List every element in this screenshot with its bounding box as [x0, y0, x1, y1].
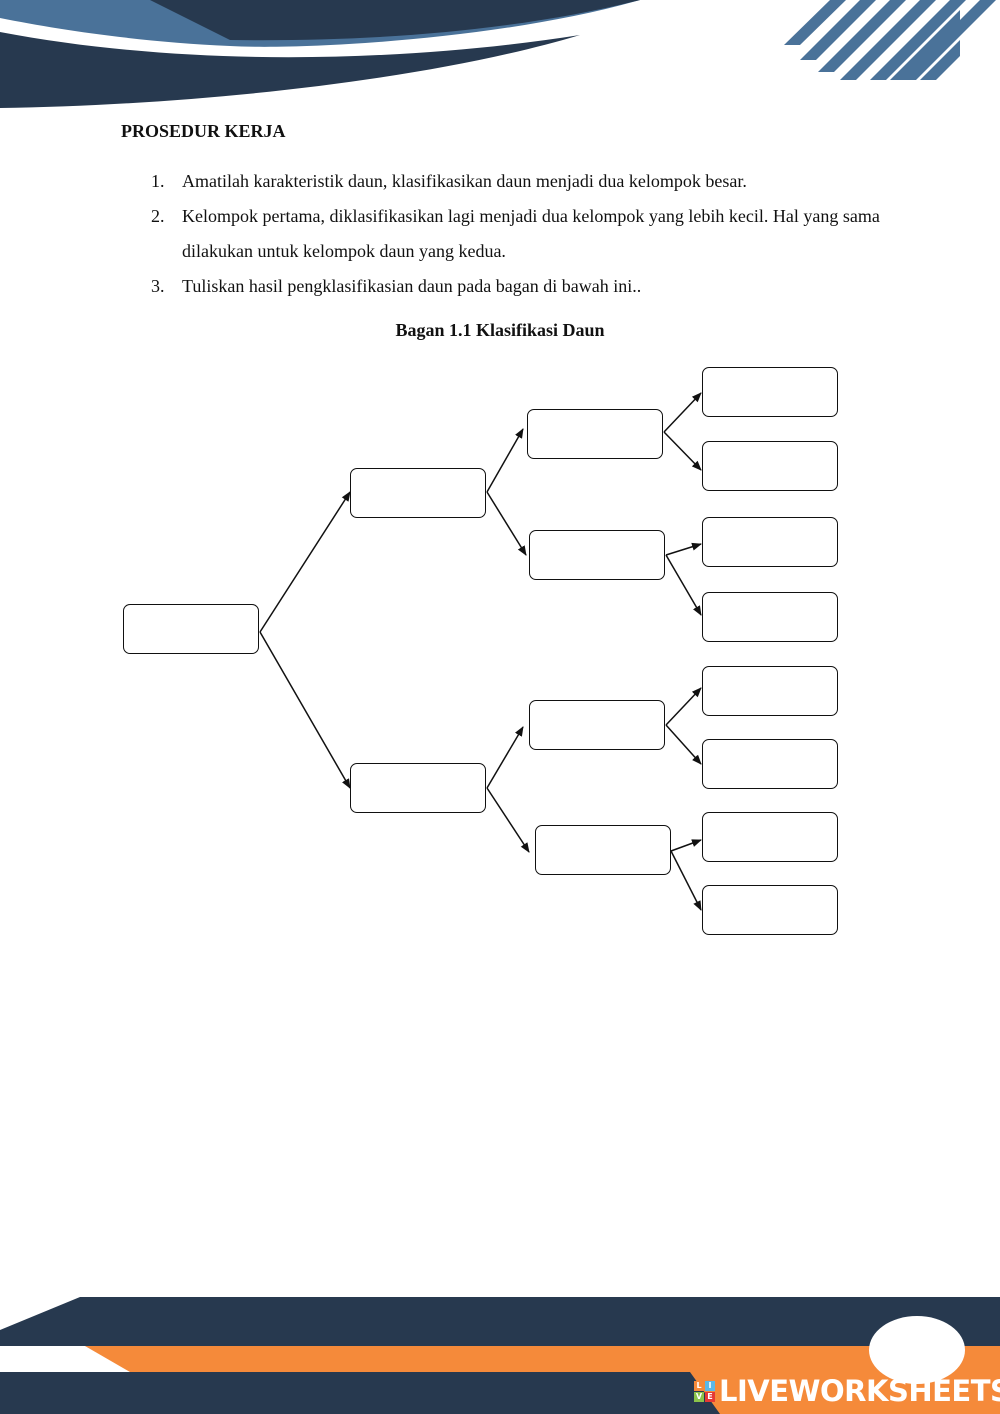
step-text: Tuliskan hasil pengklasifikasian daun pa… — [182, 276, 642, 296]
classification-box-group-1a[interactable] — [527, 409, 663, 459]
arrow — [665, 724, 702, 765]
procedure-step: 2. Kelompok pertama, diklasifikasikan la… — [151, 199, 891, 269]
logo-wordmark: LIVEWORKSHEETS — [719, 1374, 1000, 1408]
arrow — [486, 428, 524, 493]
classification-box-leaf-1[interactable] — [702, 367, 838, 417]
arrow — [670, 839, 702, 852]
procedure-step: 1. Amatilah karakteristik daun, klasifik… — [151, 164, 891, 199]
classification-box-group-2a[interactable] — [529, 700, 665, 750]
diagram-caption: Bagan 1.1 Klasifikasi Daun — [395, 320, 605, 340]
classification-box-group-2[interactable] — [350, 763, 486, 813]
procedure-list: 1. Amatilah karakteristik daun, klasifik… — [151, 164, 891, 304]
arrow — [665, 554, 702, 616]
arrow — [670, 850, 702, 911]
arrow — [665, 687, 702, 726]
step-number: 2. — [151, 206, 165, 226]
classification-box-leaf-2[interactable] — [702, 441, 838, 491]
logo-grid-icon: L I V E — [694, 1380, 715, 1402]
classification-box-leaf-5[interactable] — [702, 666, 838, 716]
classification-box-leaf-7[interactable] — [702, 812, 838, 862]
arrow — [663, 431, 702, 471]
step-number: 1. — [151, 171, 165, 191]
classification-box-leaf-4[interactable] — [702, 592, 838, 642]
classification-box-leaf-3[interactable] — [702, 517, 838, 567]
classification-box-group-2b[interactable] — [535, 825, 671, 875]
arrow — [259, 491, 351, 633]
arrow — [486, 491, 527, 556]
step-text: Kelompok pertama, diklasifikasikan lagi … — [182, 206, 880, 261]
arrow — [486, 726, 524, 789]
classification-box-group-1b[interactable] — [529, 530, 665, 580]
arrow — [665, 542, 702, 556]
header-decoration — [0, 0, 1000, 108]
arrow — [486, 787, 530, 853]
arrow — [663, 392, 702, 433]
classification-box-leaf-6[interactable] — [702, 739, 838, 789]
step-number: 3. — [151, 276, 165, 296]
procedure-step: 3. Tuliskan hasil pengklasifikasian daun… — [151, 269, 891, 304]
step-text: Amatilah karakteristik daun, klasifikasi… — [182, 171, 747, 191]
classification-box-group-1[interactable] — [350, 468, 486, 518]
page-heading: PROSEDUR KERJA — [121, 121, 286, 141]
classification-box-leaf-8[interactable] — [702, 885, 838, 935]
classification-box-root[interactable] — [123, 604, 259, 654]
liveworksheets-logo: L I V E LIVEWORKSHEETS — [694, 1374, 1000, 1408]
arrow — [259, 631, 351, 789]
